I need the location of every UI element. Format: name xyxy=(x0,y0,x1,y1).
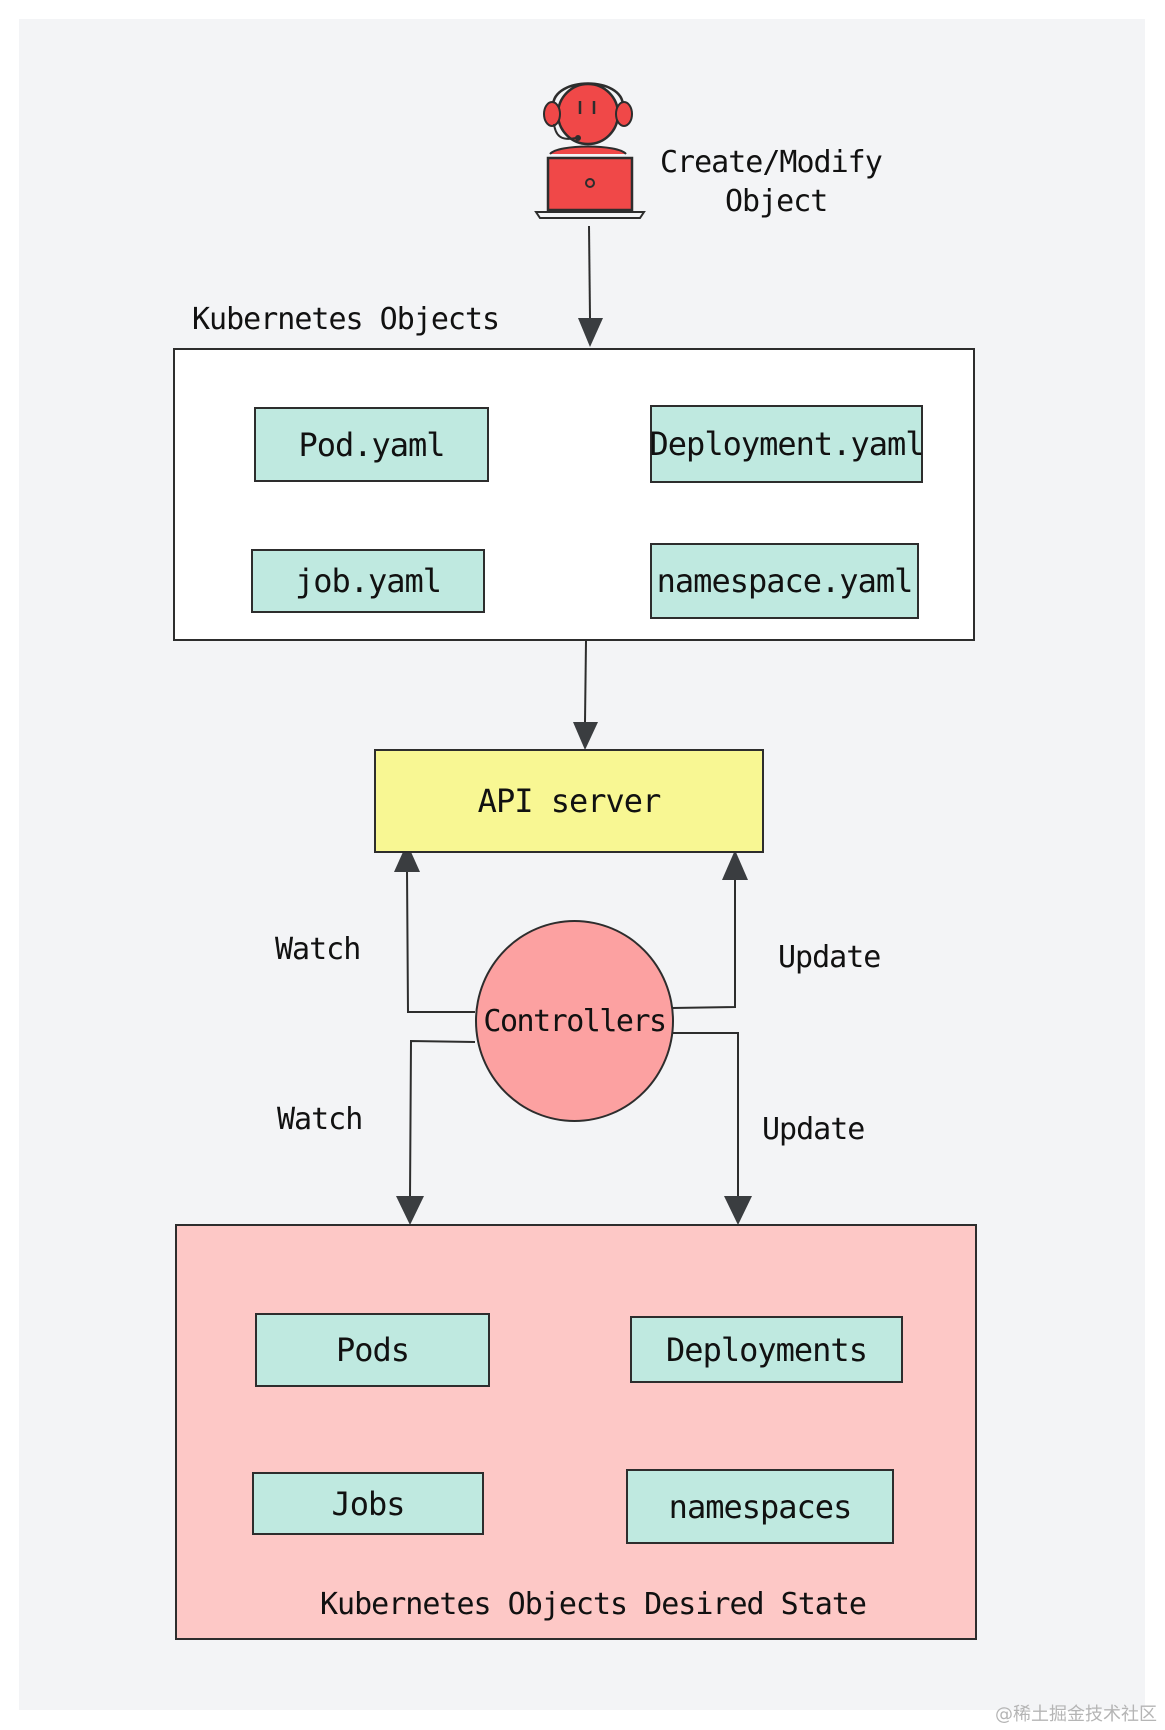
arrow-controllers-watch-desired xyxy=(409,1039,476,1199)
arrow-controllers-update-desired xyxy=(672,1032,739,1198)
desired-state-title: Kubernetes Objects Desired State xyxy=(320,1587,867,1622)
object-pod-yaml: Pod.yaml xyxy=(254,407,489,482)
desired-state-group xyxy=(175,1224,977,1640)
edge-label-update-top: Update xyxy=(778,940,881,975)
arrow-controllers-watch-api xyxy=(406,869,475,1013)
arrow-actor-to-objects xyxy=(588,225,591,319)
arrowhead-update-desired xyxy=(724,1196,752,1225)
state-jobs: Jobs xyxy=(252,1472,484,1535)
watermark: @稀土掘金技术社区 xyxy=(995,1704,1157,1725)
edge-label-update-bottom: Update xyxy=(762,1112,865,1147)
object-namespace-yaml: namespace.yaml xyxy=(650,543,919,619)
arrow-controllers-update-api xyxy=(671,870,736,1009)
arrow-objects-to-api xyxy=(584,640,587,723)
arrowhead-update-api xyxy=(722,850,748,880)
state-deployments: Deployments xyxy=(630,1316,903,1383)
arrowhead-watch-desired xyxy=(396,1196,424,1225)
edge-label-watch-bottom: Watch xyxy=(277,1102,363,1137)
actor-action-line2: Object xyxy=(725,184,828,219)
state-pods: Pods xyxy=(255,1313,490,1387)
edge-label-watch-top: Watch xyxy=(275,932,361,967)
object-deployment-yaml: Deployment.yaml xyxy=(650,405,925,483)
operator-icon xyxy=(534,82,646,219)
state-namespaces: namespaces xyxy=(626,1469,894,1544)
arrowhead-objects xyxy=(578,318,603,347)
arrowhead-watch-api xyxy=(394,843,420,872)
objects-group-title: Kubernetes Objects xyxy=(192,302,500,337)
object-job-yaml: job.yaml xyxy=(251,549,485,613)
actor-action-line1: Create/Modify xyxy=(660,145,883,180)
arrowhead-api xyxy=(573,722,598,750)
controllers-node: Controllers xyxy=(475,920,674,1122)
api-server: API server xyxy=(374,749,764,853)
